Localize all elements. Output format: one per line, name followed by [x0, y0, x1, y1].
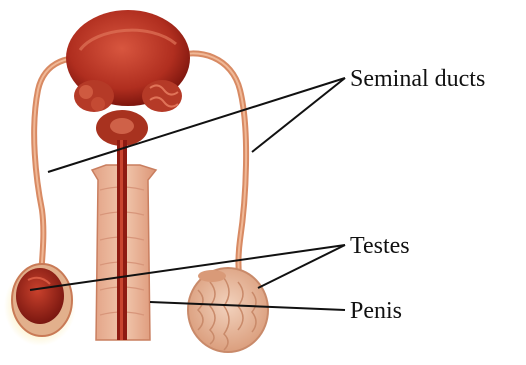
right-testis — [188, 268, 268, 352]
leader-line-seminal-right — [252, 78, 345, 152]
label-testes: Testes — [350, 233, 410, 259]
leader-lines — [30, 78, 345, 310]
label-penis: Penis — [350, 298, 402, 324]
left-testis — [4, 264, 76, 346]
label-seminal-ducts: Seminal ducts — [350, 66, 485, 92]
